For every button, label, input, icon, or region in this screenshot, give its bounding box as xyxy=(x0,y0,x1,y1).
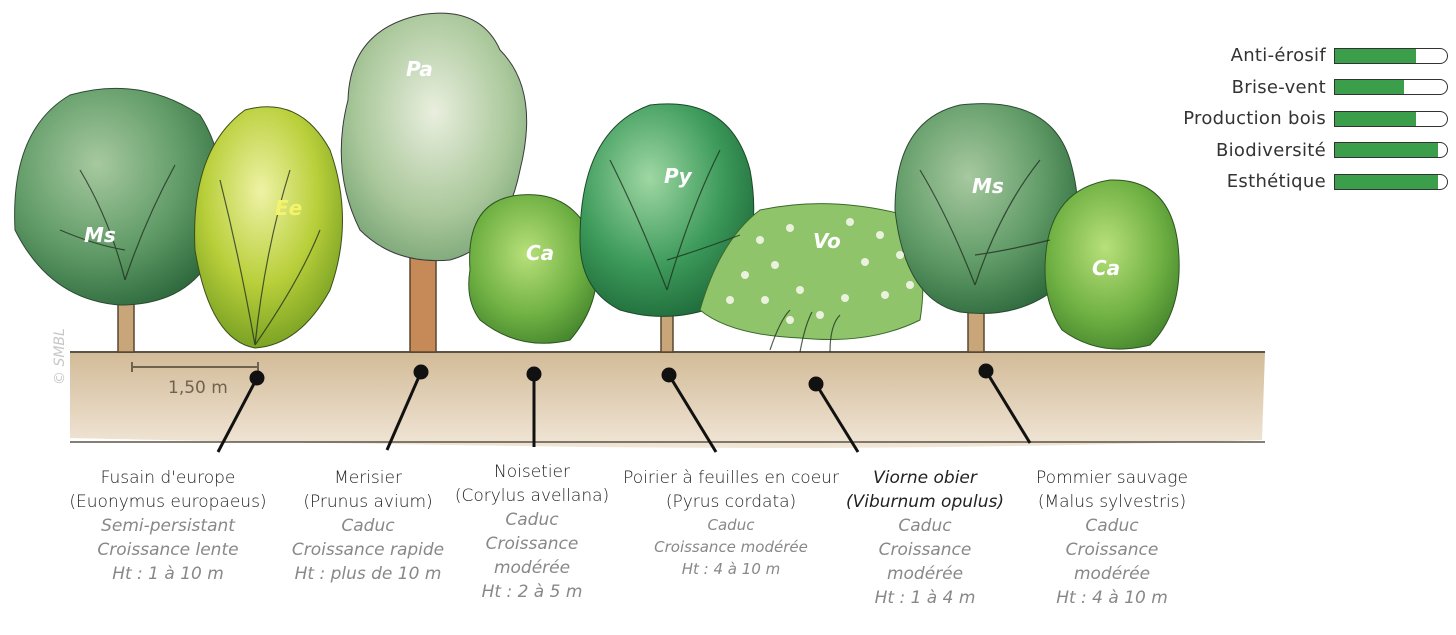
species-height: Ht : plus de 10 m xyxy=(294,564,442,584)
tree-ms-1-foliage xyxy=(14,87,223,306)
credit-text: © SMBL xyxy=(52,328,68,385)
species-growth-2: modérée xyxy=(493,558,571,578)
species-growth: Croissance lente xyxy=(97,540,239,560)
tree-pa-foliage xyxy=(340,12,528,262)
legend-row: Anti-érosif xyxy=(1128,40,1448,72)
species-common-name: Viorne obier xyxy=(873,468,977,488)
rating-fill xyxy=(1335,111,1416,126)
species-foliage: Caduc xyxy=(707,516,755,534)
species-label-merisier: Merisier (Prunus avium) Caduc Croissance… xyxy=(278,466,458,586)
soil-band xyxy=(70,352,1265,448)
rating-bar xyxy=(1334,47,1448,64)
species-foliage: Caduc xyxy=(1085,516,1139,536)
species-foliage: Semi-persistant xyxy=(101,516,235,536)
species-common-name: Fusain d'europe xyxy=(100,468,236,488)
species-common-name: Pommier sauvage xyxy=(1036,468,1188,488)
species-height: Ht : 1 à 10 m xyxy=(112,564,224,584)
species-latin-name: (Pyrus cordata) xyxy=(665,492,797,512)
species-foliage: Caduc xyxy=(505,510,559,530)
species-latin-name: (Malus sylvestris) xyxy=(1037,492,1187,512)
species-height: Ht : 2 à 5 m xyxy=(481,582,583,602)
leader-lines xyxy=(216,363,1032,453)
tree-code-ee: Ee xyxy=(275,196,302,220)
function-legend: Anti-érosif Brise-vent Production bois B… xyxy=(1128,40,1448,198)
rating-fill xyxy=(1335,174,1439,189)
legend-row: Brise-vent xyxy=(1128,72,1448,104)
legend-label: Production bois xyxy=(1183,108,1326,130)
species-height: Ht : 4 à 10 m xyxy=(1056,588,1168,608)
species-growth-2: modérée xyxy=(1073,564,1151,584)
species-height: Ht : 4 à 10 m xyxy=(681,560,781,578)
species-label-pommier: Pommier sauvage (Malus sylvestris) Caduc… xyxy=(1018,466,1206,610)
species-growth-2: modérée xyxy=(886,564,964,584)
rating-fill xyxy=(1335,48,1416,63)
legend-label: Esthétique xyxy=(1226,171,1326,193)
tree-ca-1-foliage xyxy=(468,194,598,344)
species-common-name: Poirier à feuilles en coeur xyxy=(623,468,839,488)
species-common-name: Noisetier xyxy=(494,462,570,482)
legend-row: Biodiversité xyxy=(1128,135,1448,167)
tree-ee-foliage xyxy=(194,106,343,349)
legend-row: Production bois xyxy=(1128,103,1448,135)
tree-code-ca-2: Ca xyxy=(1092,256,1120,280)
tree-ca-2-foliage xyxy=(1044,179,1180,350)
rating-fill xyxy=(1335,80,1405,95)
rating-bar xyxy=(1334,110,1448,127)
tree-code-ms-2: Ms xyxy=(972,174,1004,198)
rating-bar xyxy=(1334,79,1448,96)
species-height: Ht : 1 à 4 m xyxy=(874,588,976,608)
species-growth: Croissance xyxy=(485,534,579,554)
species-common-name: Merisier xyxy=(334,468,402,488)
species-latin-name: (Viburnum opulus) xyxy=(845,492,1004,512)
rating-bar xyxy=(1334,173,1448,190)
species-label-viorne: Viorne obier (Viburnum opulus) Caduc Cro… xyxy=(836,466,1014,610)
legend-row: Esthétique xyxy=(1128,166,1448,198)
viburnum-flowers xyxy=(726,218,914,324)
tree-code-vo: Vo xyxy=(813,229,841,253)
rating-fill xyxy=(1335,143,1439,158)
rating-bar xyxy=(1334,142,1448,159)
branches xyxy=(59,149,1051,353)
species-label-noisetier: Noisetier (Corylus avellana) Caduc Crois… xyxy=(446,460,618,604)
species-label-fusain: Fusain d'europe (Euonymus europaeus) Sem… xyxy=(58,466,278,586)
species-latin-name: (Euonymus europaeus) xyxy=(69,492,267,512)
legend-label: Anti-érosif xyxy=(1230,45,1326,67)
tree-py-foliage xyxy=(579,103,755,317)
tree-code-pa: Pa xyxy=(406,57,433,81)
scale-bar xyxy=(131,362,259,372)
species-foliage: Caduc xyxy=(898,516,952,536)
tree-code-py: Py xyxy=(664,164,693,188)
species-latin-name: (Corylus avellana) xyxy=(454,486,610,506)
species-growth: Croissance rapide xyxy=(291,540,445,560)
species-latin-name: (Prunus avium) xyxy=(303,492,433,512)
species-growth: Croissance xyxy=(1065,540,1159,560)
tree-code-ca-1: Ca xyxy=(526,241,554,265)
species-growth: Croissance xyxy=(878,540,972,560)
species-growth: Croissance modérée xyxy=(654,538,808,556)
legend-label: Biodiversité xyxy=(1215,139,1326,161)
legend-label: Brise-vent xyxy=(1231,76,1326,98)
species-foliage: Caduc xyxy=(341,516,395,536)
species-label-poirier: Poirier à feuilles en coeur (Pyrus corda… xyxy=(606,466,856,580)
scale-label: 1,50 m xyxy=(168,378,228,398)
tree-code-ms-1: Ms xyxy=(84,223,116,247)
